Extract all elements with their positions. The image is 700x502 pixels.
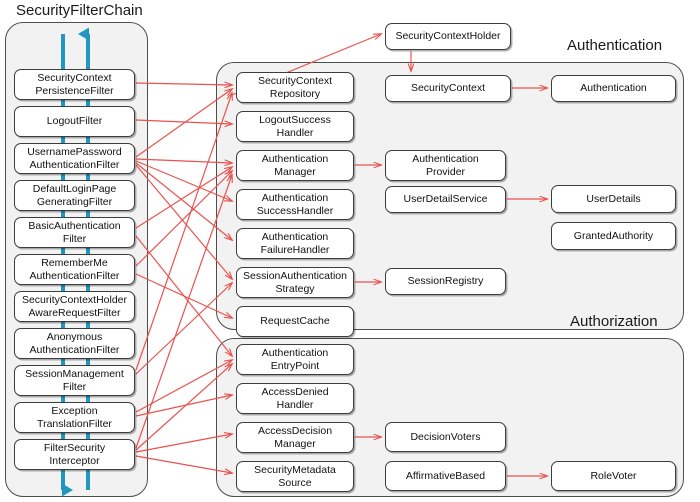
node-security-context-holder-aware-request-filter[interactable]: SecurityContextHolder AwareRequestFilter <box>14 291 135 322</box>
node-access-decision-manager[interactable]: AccessDecision Manager <box>236 422 354 453</box>
node-session-management-filter[interactable]: SessionManagement Filter <box>14 365 135 396</box>
node-session-authentication-strategy[interactable]: SessionAuthentication Strategy <box>236 267 354 298</box>
node-user-detail-service[interactable]: UserDetailService <box>385 186 506 213</box>
node-role-voter[interactable]: RoleVoter <box>551 461 676 491</box>
node-security-context[interactable]: SecurityContext <box>385 75 511 102</box>
node-user-details[interactable]: UserDetails <box>551 185 676 213</box>
node-filter-security-interceptor[interactable]: FilterSecurity Interceptor <box>14 439 135 470</box>
node-access-denied-handler[interactable]: AccessDenied Handler <box>236 383 354 414</box>
node-logout-filter[interactable]: LogoutFilter <box>14 106 135 137</box>
node-authentication-failure-handler[interactable]: Authentication FailureHandler <box>236 228 354 259</box>
node-granted-authority[interactable]: GrantedAuthority <box>551 222 676 250</box>
node-basic-authentication-filter[interactable]: BasicAuthentication Filter <box>14 217 135 248</box>
node-authentication-manager[interactable]: Authentication Manager <box>236 150 354 181</box>
node-exception-translation-filter[interactable]: Exception TranslationFilter <box>14 402 135 433</box>
node-username-password-authentication-filter[interactable]: UsernamePassword AuthenticationFilter <box>14 143 135 174</box>
node-logout-success-handler[interactable]: LogoutSuccess Handler <box>236 111 354 142</box>
node-security-context-holder[interactable]: SecurityContextHolder <box>385 23 511 50</box>
node-affirmative-based[interactable]: AffirmativeBased <box>385 461 506 491</box>
node-decision-voters[interactable]: DecisionVoters <box>385 422 506 452</box>
title-authentication: Authentication <box>567 37 663 54</box>
node-authentication-entry-point[interactable]: Authentication EntryPoint <box>236 344 354 375</box>
node-default-login-page-generating-filter[interactable]: DefaultLoginPage GeneratingFilter <box>14 180 135 211</box>
node-authentication-success-handler[interactable]: Authentication SuccessHandler <box>236 189 354 220</box>
node-authentication-provider[interactable]: Authentication Provider <box>385 150 506 181</box>
node-security-context-repository[interactable]: SecurityContext Repository <box>236 72 354 103</box>
title-filter-chain: SecurityFilterChain <box>16 2 143 19</box>
node-remember-me-authentication-filter[interactable]: RememberMe AuthenticationFilter <box>14 254 135 285</box>
title-authorization: Authorization <box>570 313 658 330</box>
node-anonymous-authentication-filter[interactable]: Anonymous AuthenticationFilter <box>14 328 135 359</box>
node-security-context-persistence-filter[interactable]: SecurityContext PersistenceFilter <box>14 69 135 100</box>
node-security-metadata-source[interactable]: SecurityMetadata Source <box>236 461 354 492</box>
node-session-registry[interactable]: SessionRegistry <box>385 268 506 295</box>
node-authentication-node[interactable]: Authentication <box>551 75 676 102</box>
node-request-cache[interactable]: RequestCache <box>236 306 354 337</box>
